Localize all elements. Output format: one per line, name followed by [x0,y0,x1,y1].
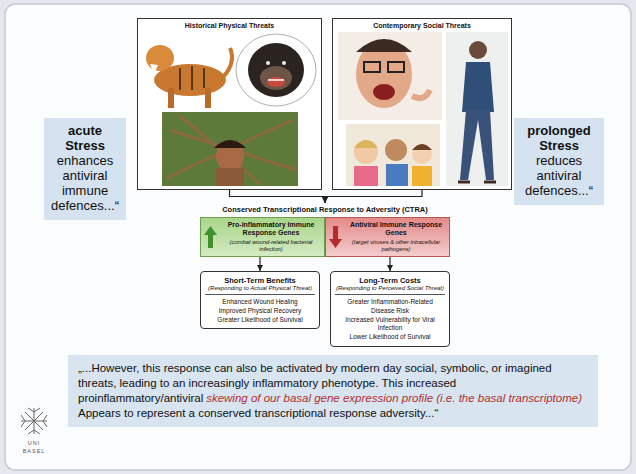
node-text: Greater Inflammation-Related Disease Ris… [335,294,445,316]
node-heading: Short-Term Benefits [205,276,315,285]
node-text: enhances antiviral immune defences...“ [47,154,123,214]
logo-text: UNI [16,440,52,446]
node-text: (Responding to Actual Physical Threat) [205,285,315,291]
node-text: Improved Physical Recovery [205,307,315,316]
outcome-box: Short-Term Benefits(Responding to Actual… [200,271,320,329]
node-text: reduces antiviral defences...“ [517,154,601,199]
node-heading: Conserved Transcriptional Response to Ad… [190,205,460,214]
chimp-illustration [236,34,316,106]
university-logo [21,408,47,434]
node-text: (target viruses & other intracellular pa… [346,239,446,253]
node-heading: Long-Term Costs [335,276,445,285]
connector-arrow [389,257,390,271]
node-text: Appears to represent a conserved transcr… [78,406,588,421]
up-arrow-icon [203,225,218,249]
node-heading: Contemporary Social Threats [333,19,511,29]
image-frame: Contemporary Social Threats [332,18,512,190]
hunter-illustration [162,112,298,186]
node-text: Increased Vulnerability for Viral Infect… [335,316,445,334]
gene-box: Pro-inflammatory Immune Response Genes(c… [200,217,325,257]
note-box: prolonged Stressreduces antiviral defenc… [514,118,604,205]
tiger-illustration [146,45,232,108]
node-text: (combat wound-related bacterial infectio… [221,239,321,253]
node-text: (Responding to Perceived Social Threat) [335,285,445,291]
node-heading: Historical Physical Threats [138,19,321,29]
response-group: Conserved Transcriptional Response to Ad… [190,203,460,259]
gene-box: Antiviral Immune Response Genes(target v… [325,217,450,257]
node-text: Lower Likelihood of Survival [335,333,445,342]
down-arrow-icon [328,225,343,249]
outcome-box: Long-Term Costs(Responding to Perceived … [330,271,450,347]
connector-arrow [325,190,422,203]
connector-arrow [259,257,260,271]
quote-box: „...However, this response can also be a… [68,355,598,427]
node-heading: prolonged Stress [517,124,601,154]
node-text: skewing of our basal gene expression pro… [206,392,582,404]
node-text: Enhanced Wound Healing [205,294,315,307]
node-heading: Pro-inflammatory Immune Response Genes [221,221,321,238]
note-box: acute Stressenhances antiviral immune de… [44,118,126,220]
angry-man-illustration [338,32,442,120]
image-frame: Historical Physical Threats [137,18,322,190]
children-illustration [346,124,440,186]
walking-man-illustration [446,32,508,186]
logo-text: BASEL [16,448,52,454]
node-heading: Antiviral Immune Response Genes [346,221,446,238]
connector-arrow [230,190,326,203]
node-text: Greater Likelihood of Survival [205,316,315,325]
node-heading: acute Stress [47,124,123,154]
